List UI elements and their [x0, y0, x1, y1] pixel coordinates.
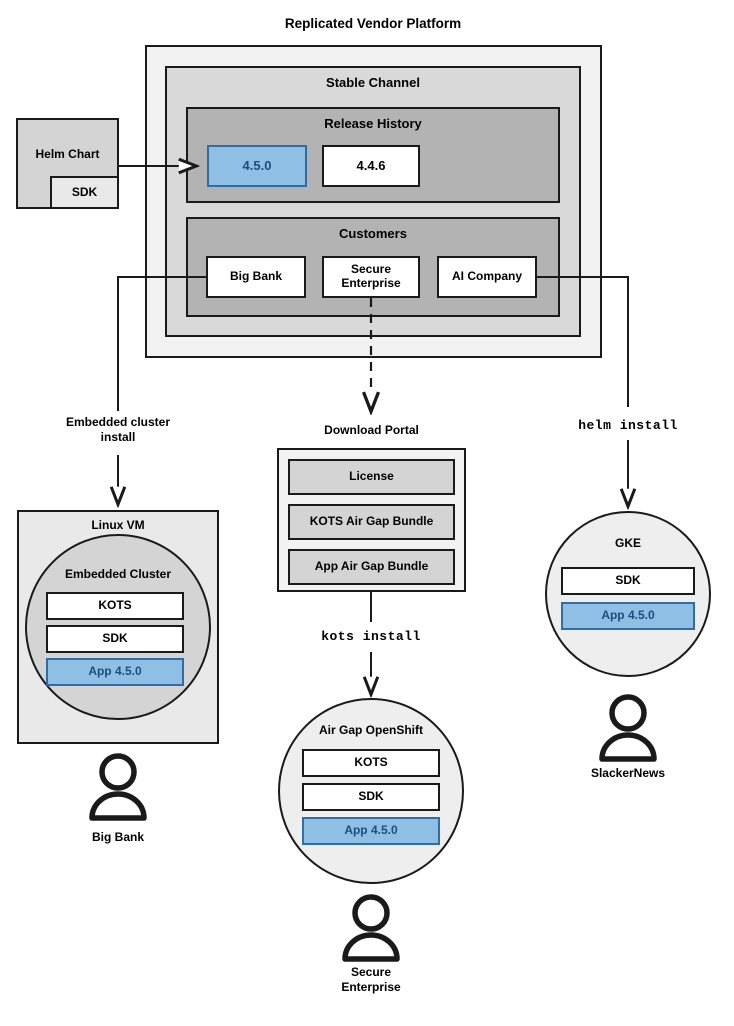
gke-component-app[interactable]: App 4.5.0 [561, 602, 695, 630]
component-label: SDK [615, 573, 641, 588]
customer-name-big-bank: Big Bank [91, 830, 144, 844]
download-artifact-app-air-gap-bundle[interactable]: App Air Gap Bundle [288, 549, 455, 585]
release-version-4-5-0[interactable]: 4.5.0 [207, 145, 307, 187]
page-title: Replicated Vendor Platform [284, 16, 462, 31]
release-version-label: 4.5.0 [242, 157, 272, 173]
customer-ai-company[interactable]: AI Company [437, 256, 537, 298]
component-label: App 4.5.0 [88, 664, 142, 679]
component-label: SDK [102, 631, 128, 646]
helm-chart-label: Helm Chart [35, 147, 100, 161]
customer-label-line2: Enterprise [341, 276, 401, 290]
linux-vm-component-app[interactable]: App 4.5.0 [46, 658, 184, 686]
customer-label: Big Bank [229, 269, 282, 284]
download-artifact-license[interactable]: License [288, 459, 455, 495]
component-label: KOTS [98, 598, 132, 613]
edge-label-line2: install [100, 430, 136, 444]
linux-vm-component-kots[interactable]: KOTS [46, 592, 184, 620]
release-version-label: 4.4.6 [356, 157, 386, 173]
customer-name-line2: Enterprise [341, 980, 401, 994]
person-icon-slackernews [602, 697, 654, 759]
artifact-label: License [349, 469, 394, 484]
edge-label-line1: Embedded cluster [65, 415, 171, 429]
download-artifact-kots-air-gap-bundle[interactable]: KOTS Air Gap Bundle [288, 504, 455, 540]
customer-name-line1: Secure [350, 965, 392, 979]
edge-label-kots-install: kots install [321, 629, 421, 644]
artifact-label: App Air Gap Bundle [314, 559, 429, 574]
artifact-label: KOTS Air Gap Bundle [309, 514, 434, 529]
edge-label-helm-install: helm install [578, 418, 678, 433]
person-icon-big-bank [92, 756, 144, 818]
customer-name-secure-enterprise: Secure Enterprise [301, 965, 441, 995]
helm-chart-sdk-box[interactable]: SDK [50, 176, 119, 209]
edge-big-bank-to-linux-vm [118, 277, 206, 411]
customer-label: AI Company [451, 269, 522, 284]
sdk-label: SDK [71, 184, 98, 199]
customer-secure-enterprise[interactable]: Secure Enterprise [322, 256, 420, 298]
linux-vm-component-sdk[interactable]: SDK [46, 625, 184, 653]
edge-ai-company-to-gke [537, 277, 628, 407]
release-version-4-4-6[interactable]: 4.4.6 [322, 145, 420, 187]
component-label: App 4.5.0 [601, 608, 655, 623]
edge-label-embedded-cluster-install: Embedded cluster install [48, 415, 188, 445]
component-label: SDK [358, 789, 384, 804]
openshift-component-kots[interactable]: KOTS [302, 749, 440, 777]
customer-label-line1: Secure [350, 262, 392, 277]
customer-big-bank[interactable]: Big Bank [206, 256, 306, 298]
openshift-component-sdk[interactable]: SDK [302, 783, 440, 811]
person-icon-secure-enterprise [345, 897, 397, 959]
openshift-component-app[interactable]: App 4.5.0 [302, 817, 440, 845]
component-label: App 4.5.0 [344, 823, 398, 838]
gke-component-sdk[interactable]: SDK [561, 567, 695, 595]
component-label: KOTS [354, 755, 388, 770]
customer-name-slackernews: SlackerNews [590, 766, 666, 780]
